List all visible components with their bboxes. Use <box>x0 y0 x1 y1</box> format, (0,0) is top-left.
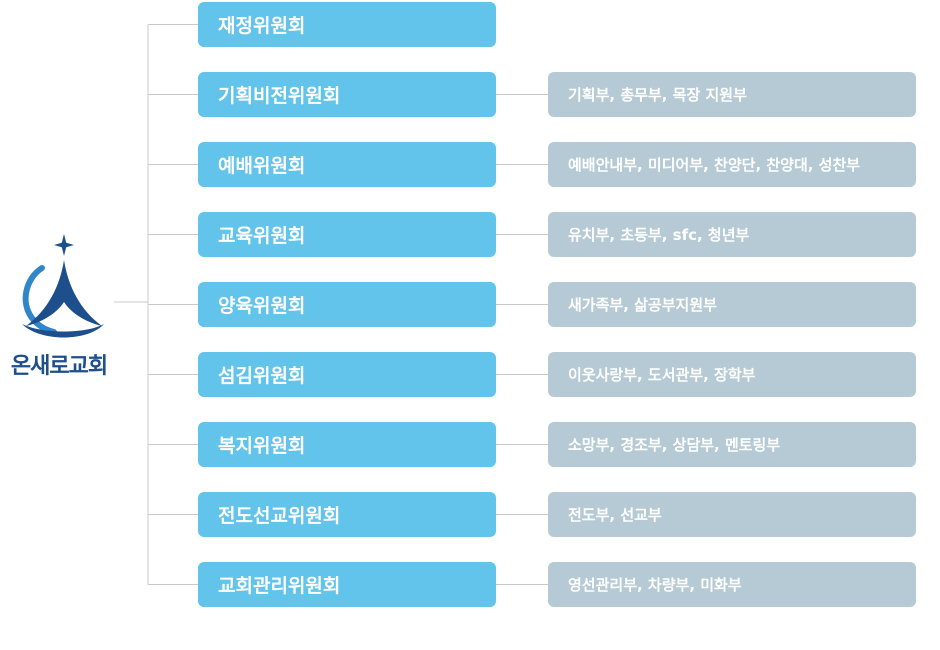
committee-box: 전도선교위원회 <box>198 492 496 537</box>
committee-box: 재정위원회 <box>198 2 496 47</box>
department-box: 예배안내부, 미디어부, 찬양단, 찬양대, 성찬부 <box>548 142 916 187</box>
church-logo: 온새로교회 <box>0 230 118 380</box>
committee-box: 복지위원회 <box>198 422 496 467</box>
committee-row: 교육위원회 유치부, 초등부, sfc, 청년부 <box>198 212 916 257</box>
committee-box: 섬김위원회 <box>198 352 496 397</box>
committee-box: 교육위원회 <box>198 212 496 257</box>
department-box: 유치부, 초등부, sfc, 청년부 <box>548 212 916 257</box>
committee-row: 교회관리위원회 영선관리부, 차량부, 미화부 <box>198 562 916 607</box>
department-box: 영선관리부, 차량부, 미화부 <box>548 562 916 607</box>
department-box: 전도부, 선교부 <box>548 492 916 537</box>
committee-row: 양육위원회 새가족부, 삶공부지원부 <box>198 282 916 327</box>
committee-row: 섬김위원회 이웃사랑부, 도서관부, 장학부 <box>198 352 916 397</box>
committee-box: 기획비전위원회 <box>198 72 496 117</box>
department-box: 새가족부, 삶공부지원부 <box>548 282 916 327</box>
department-box: 기획부, 총무부, 목장 지원부 <box>548 72 916 117</box>
department-box: 소망부, 경조부, 상담부, 멘토링부 <box>548 422 916 467</box>
committee-box: 예배위원회 <box>198 142 496 187</box>
committee-row: 복지위원회 소망부, 경조부, 상담부, 멘토링부 <box>198 422 916 467</box>
committee-row: 재정위원회 <box>198 2 916 47</box>
committee-box: 교회관리위원회 <box>198 562 496 607</box>
church-name: 온새로교회 <box>10 354 108 379</box>
committee-row: 기획비전위원회 기획부, 총무부, 목장 지원부 <box>198 72 916 117</box>
church-logo-icon <box>22 234 104 338</box>
department-box: 이웃사랑부, 도서관부, 장학부 <box>548 352 916 397</box>
committee-row: 예배위원회 예배안내부, 미디어부, 찬양단, 찬양대, 성찬부 <box>198 142 916 187</box>
committee-box: 양육위원회 <box>198 282 496 327</box>
committee-row: 전도선교위원회 전도부, 선교부 <box>198 492 916 537</box>
